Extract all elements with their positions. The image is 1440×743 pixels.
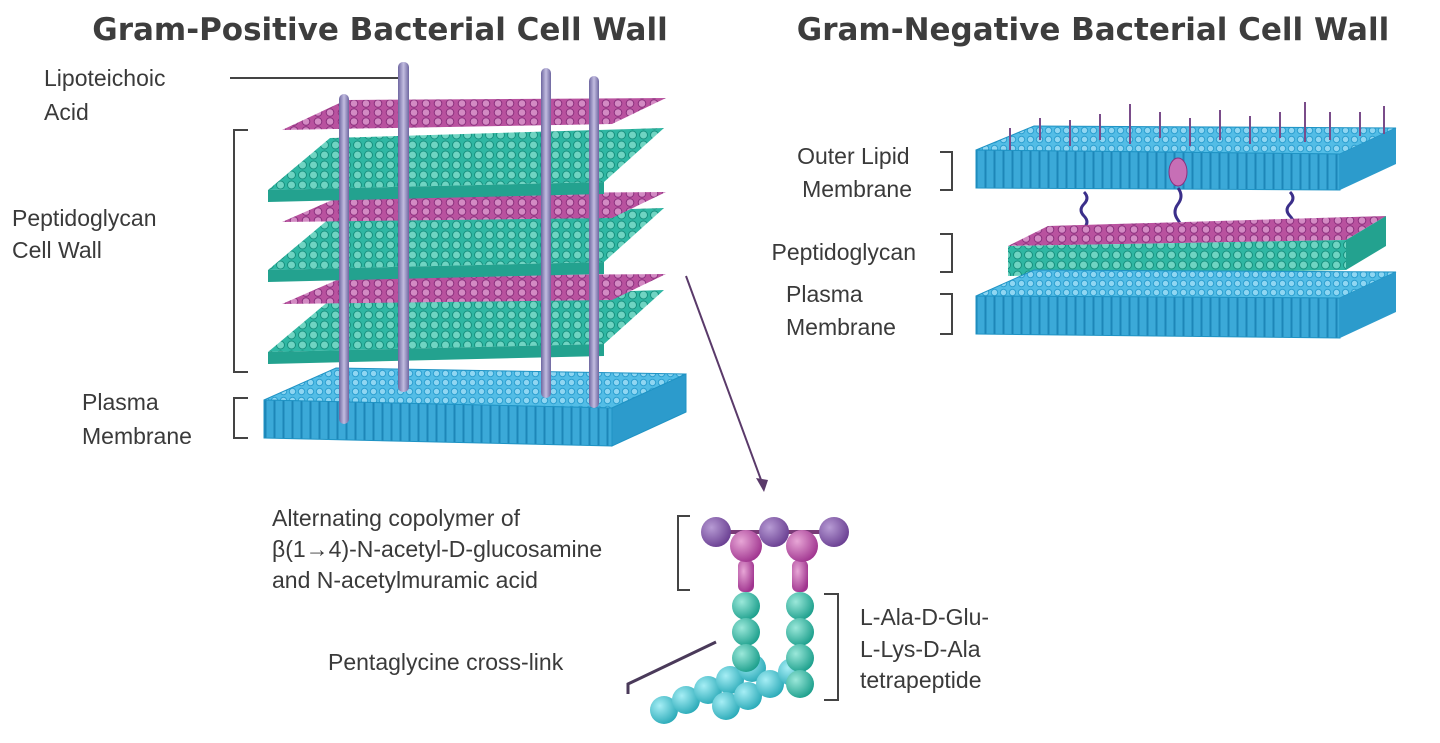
gn-plasma-bracket	[940, 293, 953, 335]
nam-sugar	[730, 530, 762, 562]
peptidoglycan-bracket	[233, 129, 248, 373]
gn-outer-lipid-membrane	[975, 102, 1397, 191]
copolymer-bracket	[677, 515, 690, 591]
gp-plasma-bracket	[233, 397, 248, 439]
nag-sugar	[701, 517, 731, 547]
glycan-backbone	[701, 517, 849, 562]
gp-lipoteichoic-poles	[339, 62, 599, 424]
gn-peptidoglycan-bracket	[940, 233, 953, 273]
tetrapeptide-bracket	[824, 593, 839, 701]
peptidoglycan-detail	[626, 515, 849, 724]
nam-sugar	[786, 530, 818, 562]
nag-sugar	[819, 517, 849, 547]
zoom-arrow-line	[685, 275, 765, 489]
outer-lipid-membrane-label: Outer Lipid Membrane	[797, 143, 916, 202]
gn-peptidoglycan-layer	[1008, 216, 1386, 276]
gp-peptidoglycan-layer-2	[268, 192, 666, 282]
pentaglycine-label: Pentaglycine cross-link	[328, 649, 564, 675]
outer-lipid-bracket	[940, 151, 953, 191]
gn-plasma-membrane	[975, 269, 1397, 339]
tetrapeptide-stems	[732, 592, 814, 698]
pentaglycine-chain	[650, 654, 806, 724]
gn-peptidoglycan-label: Peptidoglycan	[772, 239, 917, 265]
tetrapeptide-label: L-Ala-D-Glu- L-Lys-D-Ala tetrapeptide	[860, 604, 995, 693]
lipopolysaccharide-chains	[1009, 102, 1385, 150]
lipoteichoic-label: Lipoteichoic Acid	[44, 65, 172, 125]
gp-peptidoglycan-layer-1	[268, 98, 666, 202]
gp-plasma-membrane	[263, 367, 687, 447]
gram-positive-illustration	[230, 62, 768, 492]
copolymer-label: Alternating copolymer of β(1→4)-N-acetyl…	[272, 505, 609, 593]
zoom-arrow-head	[756, 478, 768, 492]
peptidoglycan-cell-wall-label: Peptidoglycan Cell Wall	[12, 205, 163, 263]
gp-plasma-membrane-label: Plasma Membrane	[82, 389, 192, 449]
nag-sugar	[759, 517, 789, 547]
pentaglycine-leader	[626, 640, 717, 694]
gp-peptidoglycan-layer-3	[268, 274, 666, 364]
gram-negative-illustration	[940, 102, 1397, 339]
gram-negative-title: Gram-Negative Bacterial Cell Wall	[797, 12, 1389, 48]
porin-protein	[1168, 157, 1188, 187]
gn-plasma-membrane-label: Plasma Membrane	[786, 281, 896, 340]
gram-positive-title: Gram-Positive Bacterial Cell Wall	[92, 12, 667, 48]
